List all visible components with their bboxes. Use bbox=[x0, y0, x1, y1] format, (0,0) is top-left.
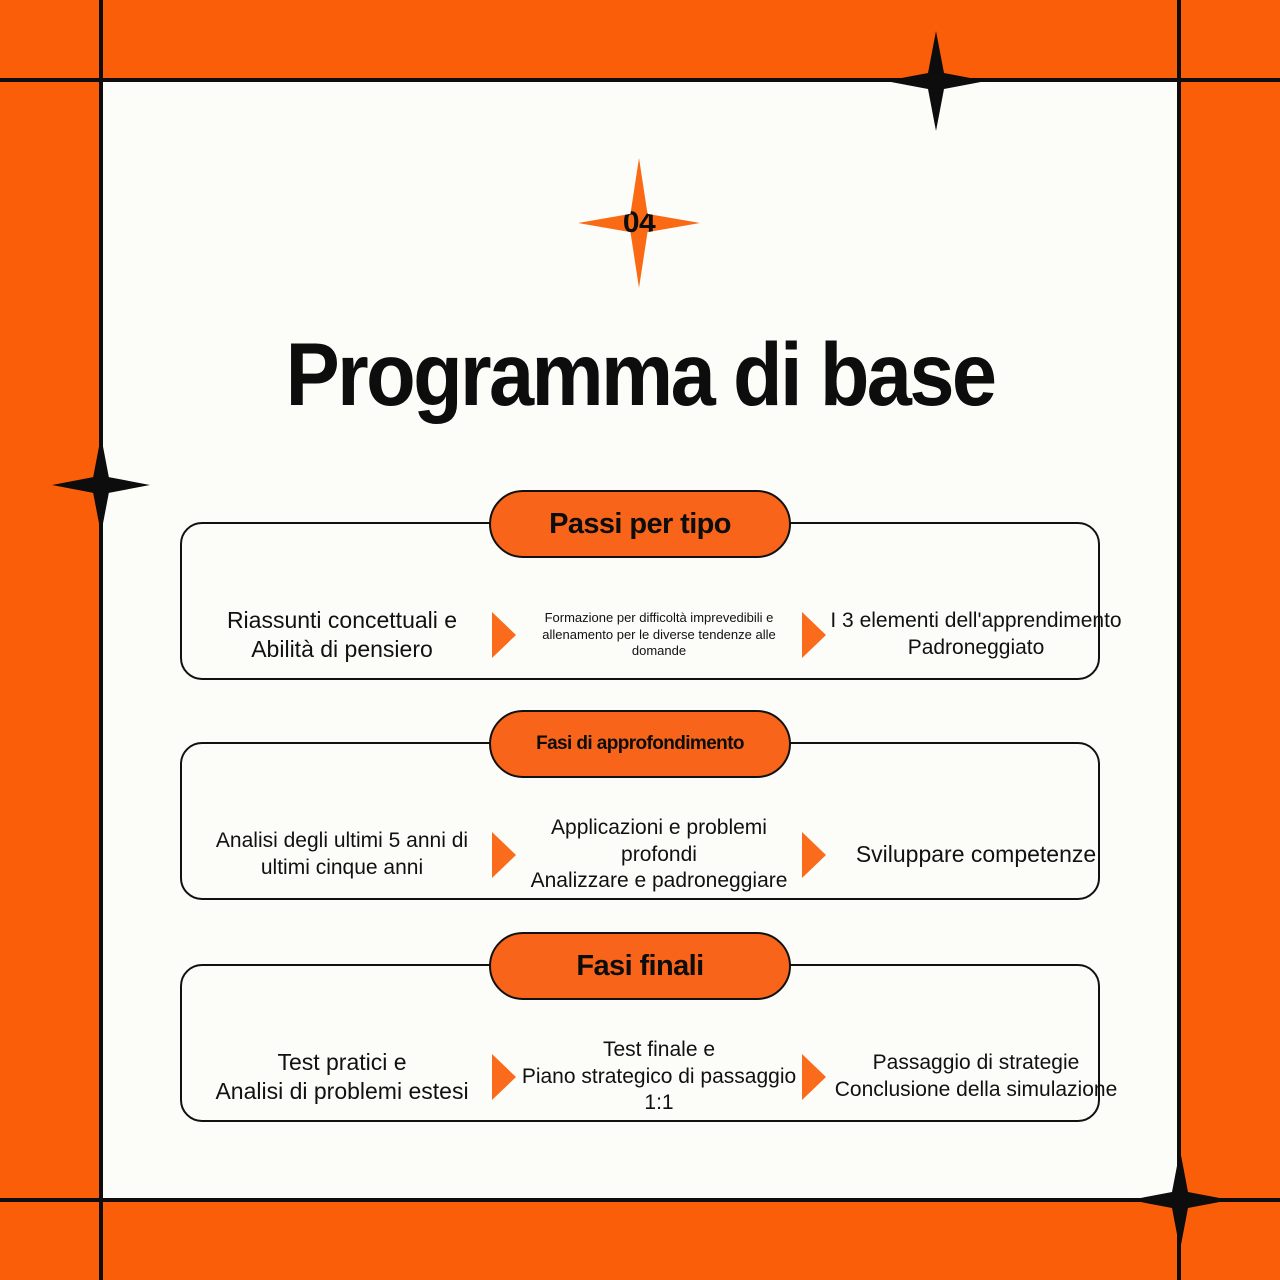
step-item: Sviluppare competenze bbox=[855, 841, 1097, 868]
frame-line-right bbox=[1177, 0, 1181, 1280]
arrow-right-icon bbox=[802, 612, 826, 658]
arrow-right-icon bbox=[492, 1054, 516, 1100]
page-title: Programma di base bbox=[285, 324, 997, 425]
section-body: Fasi di approfondimento Analisi degli ul… bbox=[180, 710, 1100, 900]
arrow-right-icon bbox=[492, 832, 516, 878]
section-fasi-di-approfondimento: Fasi di approfondimento Analisi degli ul… bbox=[180, 710, 1100, 900]
frame-line-left bbox=[99, 0, 103, 1280]
arrow-right-icon bbox=[802, 832, 826, 878]
arrow-right-icon bbox=[802, 1054, 826, 1100]
section-title-pill[interactable]: Passi per tipo bbox=[489, 490, 791, 558]
section-title-pill[interactable]: Fasi di approfondimento bbox=[489, 710, 791, 778]
frame-line-top bbox=[0, 78, 1280, 82]
frame-line-bottom bbox=[0, 1198, 1280, 1202]
step-item: Formazione per difficoltà imprevedibili … bbox=[542, 610, 776, 659]
section-title-pill[interactable]: Fasi finali bbox=[489, 932, 791, 1000]
arrow-right-icon bbox=[492, 612, 516, 658]
